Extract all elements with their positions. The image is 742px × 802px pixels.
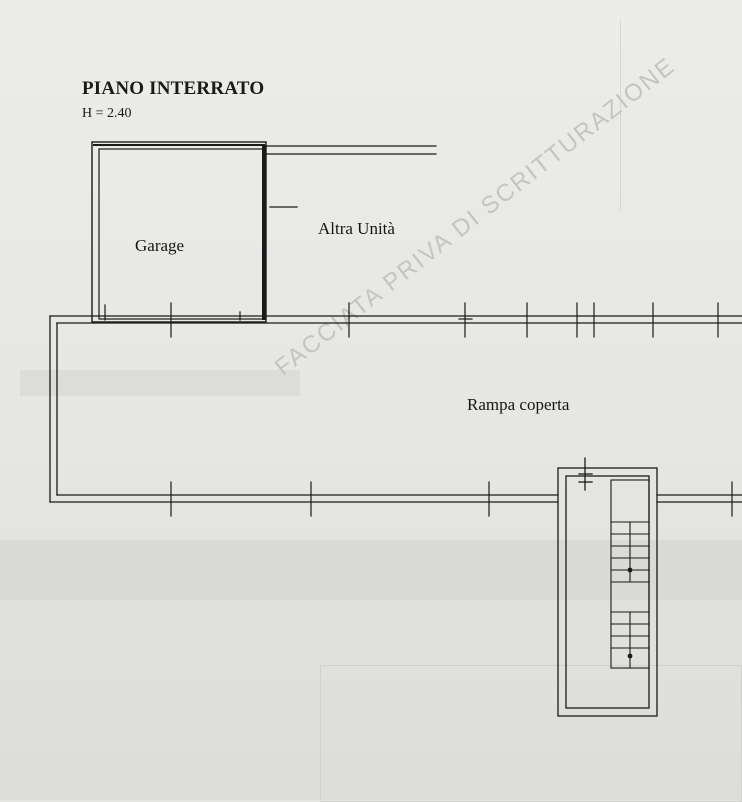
ramp-walls xyxy=(49,315,742,503)
stair-well xyxy=(557,457,658,717)
background-ghost-box xyxy=(620,20,741,210)
other-unit-label: Altra Unità xyxy=(318,219,395,238)
plan-title: PIANO INTERRATO xyxy=(82,78,265,99)
garage-walls xyxy=(91,141,267,323)
stair-flight xyxy=(610,479,650,669)
ceiling-height-label: H = 2.40 xyxy=(82,106,132,121)
wall-ticks xyxy=(104,302,733,517)
ramp-label: Rampa coperta xyxy=(467,395,570,414)
garage-label: Garage xyxy=(135,236,185,255)
background-ghost-band xyxy=(20,370,300,396)
other-unit-walls xyxy=(265,145,437,208)
background-ghost-band xyxy=(0,600,742,640)
stair-arrow-dots xyxy=(627,567,633,659)
